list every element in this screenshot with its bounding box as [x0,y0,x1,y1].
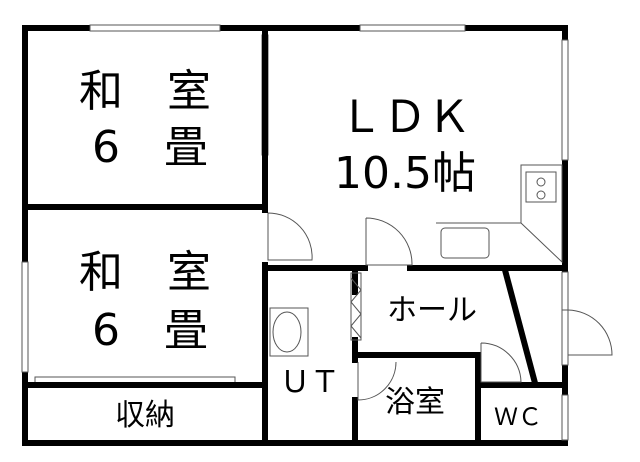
interior-walls [22,25,568,446]
room-label-washitsu-2: 和 室 [79,247,211,298]
room-label-wc: ＷＣ [494,403,542,431]
kitchen-counter [436,164,563,264]
room-size-washitsu-2: 6 畳 [92,305,208,356]
washbasin [269,307,309,357]
room-label-bath: 浴室 [385,385,445,420]
room-size-washitsu-1: 6 畳 [92,122,208,173]
room-label-ut: ＵＴ [280,365,340,400]
room-label-washitsu-1: 和 室 [79,66,211,117]
doors [267,212,613,401]
room-size-ldk: 10.5帖 [334,148,476,199]
room-label-hall: ホール [387,293,477,328]
room-label-storage: 収納 [115,398,175,433]
room-label-ldk: ＬＤＫ [339,92,471,143]
